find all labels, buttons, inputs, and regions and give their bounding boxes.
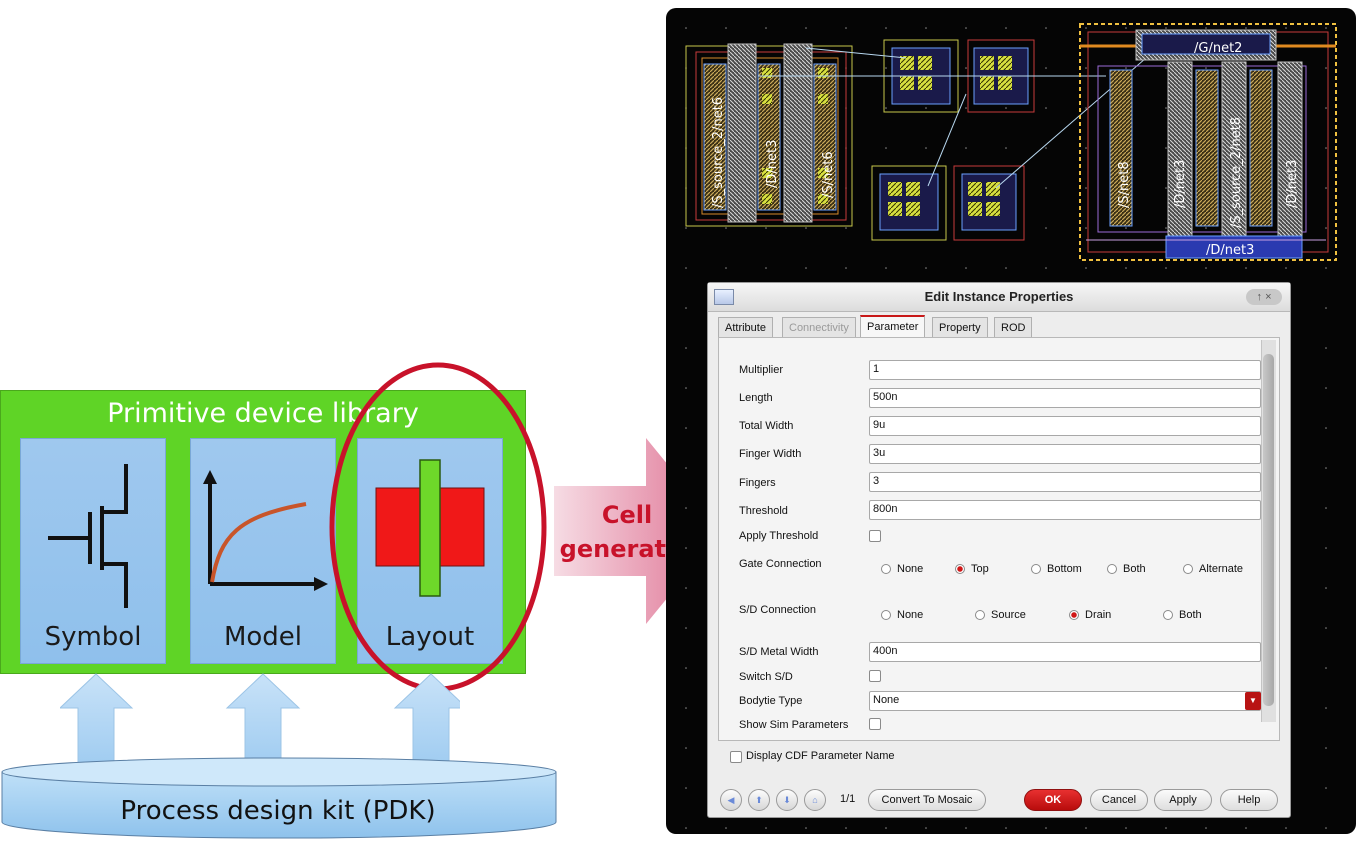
threshold-label: Threshold xyxy=(739,505,788,517)
length-label: Length xyxy=(739,392,773,404)
net-label: /G/net2 xyxy=(1194,41,1242,56)
help-button[interactable]: Help xyxy=(1220,789,1278,811)
tab-rod[interactable]: ROD xyxy=(994,317,1033,338)
symbol-label: Symbol xyxy=(44,622,142,652)
tab-attribute[interactable]: Attribute xyxy=(718,317,773,338)
length-field[interactable]: 500n xyxy=(869,388,1261,408)
sd-source-radio[interactable] xyxy=(975,610,985,620)
layout-transistor-icon xyxy=(375,459,485,597)
multiplier-field[interactable]: 1 xyxy=(869,360,1261,380)
gate-connection-radio-group: None Top Bottom Both Alternate xyxy=(869,562,1259,582)
fingers-field[interactable]: 3 xyxy=(869,472,1261,492)
sd-metal-width-field[interactable]: 400n xyxy=(869,642,1261,662)
gate-alternate-label: Alternate xyxy=(1199,563,1244,575)
gate-both-radio[interactable] xyxy=(1107,564,1117,574)
window-controls: ↑ × xyxy=(1246,289,1282,305)
gate-none-radio[interactable] xyxy=(881,564,891,574)
tab-connectivity[interactable]: Connectivity xyxy=(782,317,856,338)
edit-instance-properties-dialog: Edit Instance Properties ↑ × Attribute C… xyxy=(707,282,1291,818)
move-up-icon[interactable]: ⬆ xyxy=(748,789,770,811)
finger-width-field[interactable]: 3u xyxy=(869,444,1261,464)
model-card xyxy=(190,438,336,664)
model-label: Model xyxy=(223,622,303,652)
cell-generator-line1: Cell xyxy=(601,501,653,529)
gate-top-label: Top xyxy=(971,563,989,575)
apply-threshold-checkbox[interactable] xyxy=(869,530,881,542)
net-label: /S/net8 xyxy=(1117,161,1132,208)
gate-bottom-radio[interactable] xyxy=(1031,564,1041,574)
sd-connection-radio-group: None Source Drain Both xyxy=(869,608,1259,628)
sd-connection-label: S/D Connection xyxy=(739,604,817,616)
gate-both-label: Both xyxy=(1123,563,1146,575)
vertical-scrollbar[interactable] xyxy=(1261,340,1276,722)
sd-source-label: Source xyxy=(991,609,1026,621)
gate-bottom-label: Bottom xyxy=(1047,563,1082,575)
sd-drain-radio[interactable] xyxy=(1069,610,1079,620)
sd-drain-label: Drain xyxy=(1085,609,1112,621)
net-label: /S_source_2/net8 xyxy=(1229,117,1244,228)
gate-top-radio[interactable] xyxy=(955,564,965,574)
sd-none-radio[interactable] xyxy=(881,610,891,620)
page-indicator: 1/1 xyxy=(840,793,856,805)
net-label: /D/net3 xyxy=(1285,160,1300,208)
net-labels: /S_source_2/net6 /D/net3 /S/net6 /G/net2… xyxy=(711,41,1300,258)
tab-property[interactable]: Property xyxy=(932,317,988,338)
sd-both-label: Both xyxy=(1179,609,1202,621)
move-down-icon[interactable]: ⬇ xyxy=(776,789,798,811)
sd-none-label: None xyxy=(897,609,924,621)
bodytie-type-select[interactable]: None xyxy=(869,691,1261,711)
window-menu-icon[interactable] xyxy=(714,289,734,305)
fingers-label: Fingers xyxy=(739,477,776,489)
bodytie-type-label: Bodytie Type xyxy=(739,695,803,707)
apply-button[interactable]: Apply xyxy=(1154,789,1212,811)
right-transistor-selected xyxy=(1079,23,1337,261)
dialog-titlebar[interactable] xyxy=(708,283,1290,312)
multiplier-label: Multiplier xyxy=(739,364,784,376)
symbol-card xyxy=(20,438,166,664)
left-transistor xyxy=(685,43,853,227)
threshold-field[interactable]: 800n xyxy=(869,500,1261,520)
apply-threshold-label: Apply Threshold xyxy=(739,530,819,542)
gate-none-label: None xyxy=(897,563,924,575)
net-label: /S/net6 xyxy=(821,151,836,198)
pdk-cylinder xyxy=(1,757,557,839)
tab-parameter[interactable]: Parameter xyxy=(860,315,926,339)
layout-label: Layout xyxy=(385,622,475,652)
gate-alternate-radio[interactable] xyxy=(1183,564,1193,574)
switch-sd-label: Switch S/D xyxy=(739,671,793,683)
parameter-panel: Multiplier 1 Length 500n Total Width 9u … xyxy=(718,337,1280,741)
home-icon[interactable]: ⌂ xyxy=(804,789,826,811)
layout-highlight-ellipse xyxy=(329,362,547,692)
total-width-field[interactable]: 9u xyxy=(869,416,1261,436)
ok-button[interactable]: OK xyxy=(1024,789,1082,811)
display-cdf-checkbox[interactable] xyxy=(730,751,742,763)
show-sim-parameters-label: Show Sim Parameters xyxy=(739,719,849,731)
net-label: /D/net3 xyxy=(765,140,780,188)
net-label: /D/net3 xyxy=(1206,243,1254,258)
close-icon[interactable]: × xyxy=(1265,291,1272,303)
convert-to-mosaic-button[interactable]: Convert To Mosaic xyxy=(868,789,986,811)
sd-both-radio[interactable] xyxy=(1163,610,1173,620)
previous-icon[interactable]: ◀ xyxy=(720,789,742,811)
sd-metal-width-label: S/D Metal Width xyxy=(739,646,819,658)
show-sim-parameters-checkbox[interactable] xyxy=(869,718,881,730)
display-cdf-label: Display CDF Parameter Name xyxy=(746,750,895,762)
finger-width-label: Finger Width xyxy=(739,448,802,460)
dialog-title: Edit Instance Properties xyxy=(924,289,1074,304)
net-label: /S_source_2/net6 xyxy=(711,97,726,208)
switch-sd-checkbox[interactable] xyxy=(869,670,881,682)
model-curve-icon xyxy=(203,470,328,591)
transistor-symbol-icon xyxy=(48,464,128,608)
net-label: /D/net3 xyxy=(1173,160,1188,208)
total-width-label: Total Width xyxy=(739,420,794,432)
scrollbar-thumb[interactable] xyxy=(1263,354,1274,706)
pdk-label: Process design kit (PDK) xyxy=(120,796,436,826)
cancel-button[interactable]: Cancel xyxy=(1090,789,1148,811)
dropdown-arrow-icon[interactable]: ▼ xyxy=(1245,692,1261,710)
gate-connection-label: Gate Connection xyxy=(739,558,822,570)
maximize-icon[interactable]: ↑ xyxy=(1256,291,1263,303)
